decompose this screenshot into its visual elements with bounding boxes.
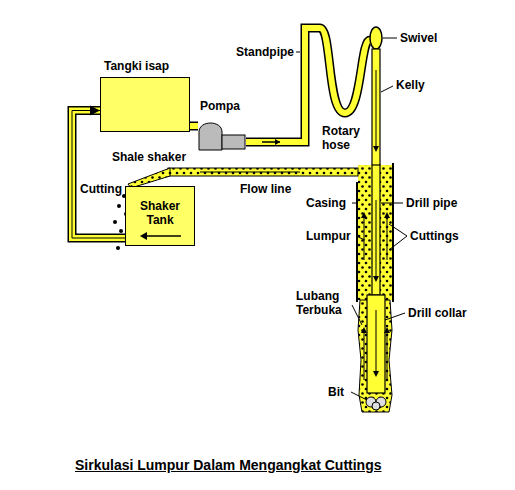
pump: Pompa xyxy=(198,118,246,151)
casing-wall xyxy=(392,163,394,302)
part-label: Cutting xyxy=(80,182,122,196)
flow-line xyxy=(168,168,358,176)
part-label: Kelly xyxy=(396,78,425,92)
pipe-outline xyxy=(190,122,198,131)
part-label: Bit xyxy=(328,385,344,399)
part-label: Casing xyxy=(306,196,346,210)
shaker-tank: Shaker Tank xyxy=(125,186,195,246)
flow-direction xyxy=(190,126,198,127)
down-arrow-head xyxy=(373,276,379,377)
bit-symbol xyxy=(366,397,386,410)
caption: Sirkulasi Lumpur Dalam Mengangkat Cuttin… xyxy=(75,458,382,472)
flow-arrow xyxy=(200,172,300,173)
swivel-symbol xyxy=(370,27,382,49)
part-label: Lumpur xyxy=(306,229,351,243)
part-label: Standpipe xyxy=(236,45,294,59)
part-label: Rotary hose xyxy=(322,124,368,152)
flow-arrow xyxy=(126,229,192,243)
up-arrow xyxy=(364,215,387,380)
node-label: Shaker Tank xyxy=(134,199,186,227)
suction-tank: Tangki isap xyxy=(100,77,190,132)
pipe xyxy=(190,123,198,129)
node-heading: Tangki isap xyxy=(104,59,169,73)
casing-wall xyxy=(356,182,358,302)
down-arrow xyxy=(376,70,377,150)
down-arrow-head xyxy=(373,146,379,152)
part-label: Flow line xyxy=(240,182,291,196)
pump-symbol xyxy=(198,118,246,151)
part-label: Drill pipe xyxy=(406,196,457,210)
part-label: Drill collar xyxy=(408,306,467,320)
down-arrow xyxy=(376,200,377,375)
part-label: Shale shaker xyxy=(112,150,186,164)
leader-lines xyxy=(296,38,407,400)
up-arrow-head xyxy=(361,212,390,333)
part-label: Swivel xyxy=(400,31,437,45)
part-label: Lubang Terbuka xyxy=(296,289,352,317)
pipe-connector xyxy=(190,126,198,127)
shale-shaker-screen xyxy=(128,168,170,188)
flow-arrow-head xyxy=(275,139,280,145)
part-label: Cuttings xyxy=(410,229,459,243)
node-heading: Pompa xyxy=(200,99,240,113)
annulus xyxy=(358,165,372,300)
